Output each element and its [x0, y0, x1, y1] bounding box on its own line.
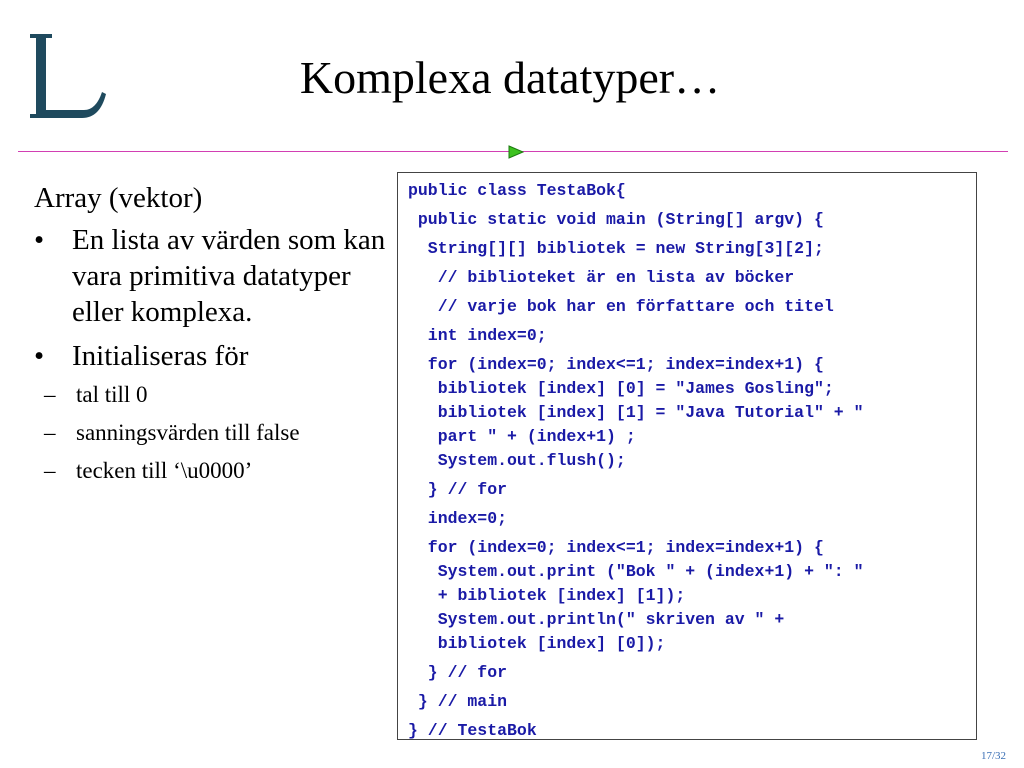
code-line: public static void main (String[] argv) … — [408, 210, 824, 229]
page-number: 17/32 — [980, 750, 1006, 762]
slide-title: Komplexa datatyper… — [299, 52, 721, 103]
bullet-content: Array (vektor) • En lista av värden som … — [34, 180, 394, 494]
sub-bullet-item: –sanningsvärden till false — [34, 418, 394, 448]
code-line: System.out.flush(); — [408, 451, 626, 470]
bullet-text: En lista av värden som kan vara primitiv… — [72, 224, 386, 328]
code-line: public class TestaBok{ — [408, 181, 626, 200]
code-line: } // for — [408, 663, 508, 682]
code-line: System.out.print ("Bok " + (index+1) + "… — [408, 562, 864, 581]
code-line: } // main — [408, 692, 508, 711]
code-line: } // for — [408, 480, 508, 499]
code-box: public class TestaBok{ public static voi… — [397, 172, 977, 740]
code-line: // biblioteket är en lista av böcker — [408, 268, 795, 287]
code-line: bibliotek [index] [0]); — [408, 634, 666, 653]
sub-bullet-text: tecken till ‘\u0000’ — [76, 458, 253, 483]
bullet-icon: • — [34, 340, 45, 372]
code-line: for (index=0; index<=1; index=index+1) { — [408, 355, 824, 374]
bullet-icon: • — [34, 224, 45, 256]
bullet-text: Initialiseras för — [72, 340, 249, 372]
code-line: System.out.println(" skriven av " + — [408, 610, 785, 629]
sub-bullet-list: –tal till 0 –sanningsvärden till false –… — [34, 380, 394, 486]
code-line: + bibliotek [index] [1]); — [408, 586, 686, 605]
dash-icon: – — [44, 382, 56, 407]
code-listing: public class TestaBok{ public static voi… — [408, 179, 970, 748]
bullet-list: • En lista av värden som kan vara primit… — [34, 222, 394, 486]
sub-bullet-item: –tal till 0 — [34, 380, 394, 410]
play-arrow-icon — [508, 145, 524, 159]
university-logo — [30, 34, 106, 118]
bullet-item: • Initialiseras för –tal till 0 –sanning… — [34, 338, 394, 486]
bullet-item: • En lista av värden som kan vara primit… — [34, 222, 394, 330]
code-line: index=0; — [408, 509, 508, 528]
code-line: } // TestaBok — [408, 721, 537, 740]
code-line: part " + (index+1) ; — [408, 427, 636, 446]
code-line: bibliotek [index] [0] = "James Gosling"; — [408, 379, 834, 398]
dash-icon: – — [44, 458, 56, 483]
code-line: String[][] bibliotek = new String[3][2]; — [408, 239, 824, 258]
code-line: bibliotek [index] [1] = "Java Tutorial" … — [408, 403, 864, 422]
section-heading: Array (vektor) — [34, 182, 203, 214]
code-line: int index=0; — [408, 326, 547, 345]
sub-bullet-text: sanningsvärden till false — [76, 420, 300, 445]
sub-bullet-item: –tecken till ‘\u0000’ — [34, 456, 394, 486]
dash-icon: – — [44, 420, 56, 445]
code-line: for (index=0; index<=1; index=index+1) { — [408, 538, 824, 557]
sub-bullet-text: tal till 0 — [76, 382, 148, 407]
code-line: // varje bok har en författare och titel — [408, 297, 834, 316]
